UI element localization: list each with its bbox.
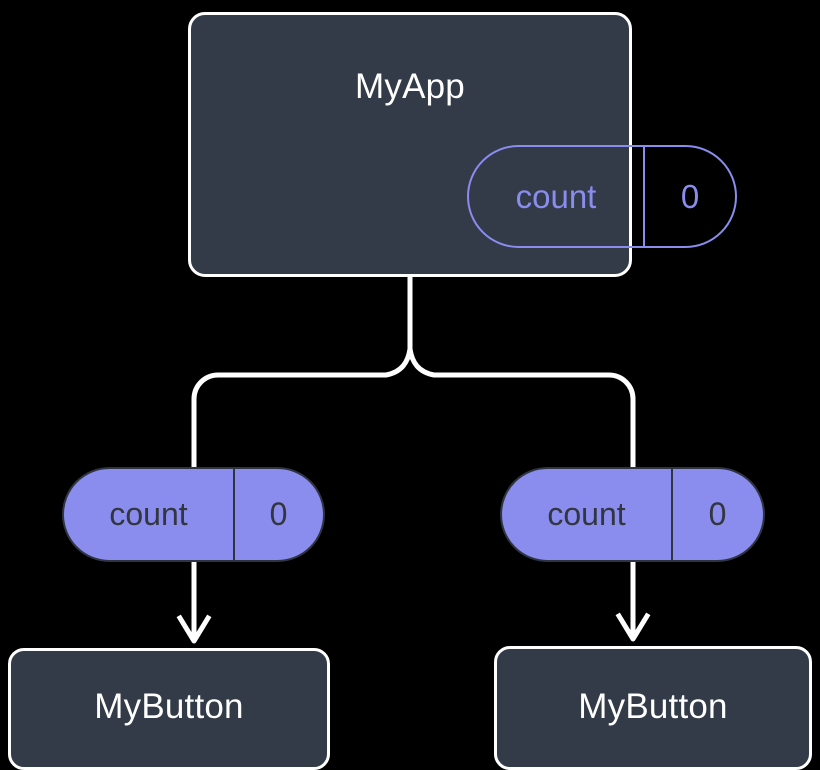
state-value-label: 0 <box>671 469 762 560</box>
component-node-myapp[interactable]: MyApp count 0 <box>188 12 737 277</box>
wire-arrow-left-head <box>176 614 212 644</box>
component-label-mybutton: MyButton <box>94 687 244 726</box>
component-label-myapp: MyApp <box>355 67 465 106</box>
state-key-label: count <box>515 177 597 215</box>
state-pill-root[interactable]: count 0 <box>467 145 737 248</box>
component-label-mybutton: MyButton <box>578 687 728 726</box>
component-node-mybutton-right[interactable]: MyButton <box>494 646 812 770</box>
state-value-label: 0 <box>233 469 322 560</box>
component-node-mybutton-left[interactable]: MyButton <box>8 648 330 770</box>
wire-fork-left <box>191 348 413 470</box>
state-pill-branch-right[interactable]: count 0 <box>500 467 765 562</box>
wire-arrow-right-head <box>615 612 651 642</box>
wire-fork-right <box>407 348 636 470</box>
state-pill-branch-left[interactable]: count 0 <box>62 467 325 562</box>
state-value-label: 0 <box>643 147 735 246</box>
state-key-label: count <box>547 496 626 532</box>
state-key-label: count <box>109 496 188 532</box>
